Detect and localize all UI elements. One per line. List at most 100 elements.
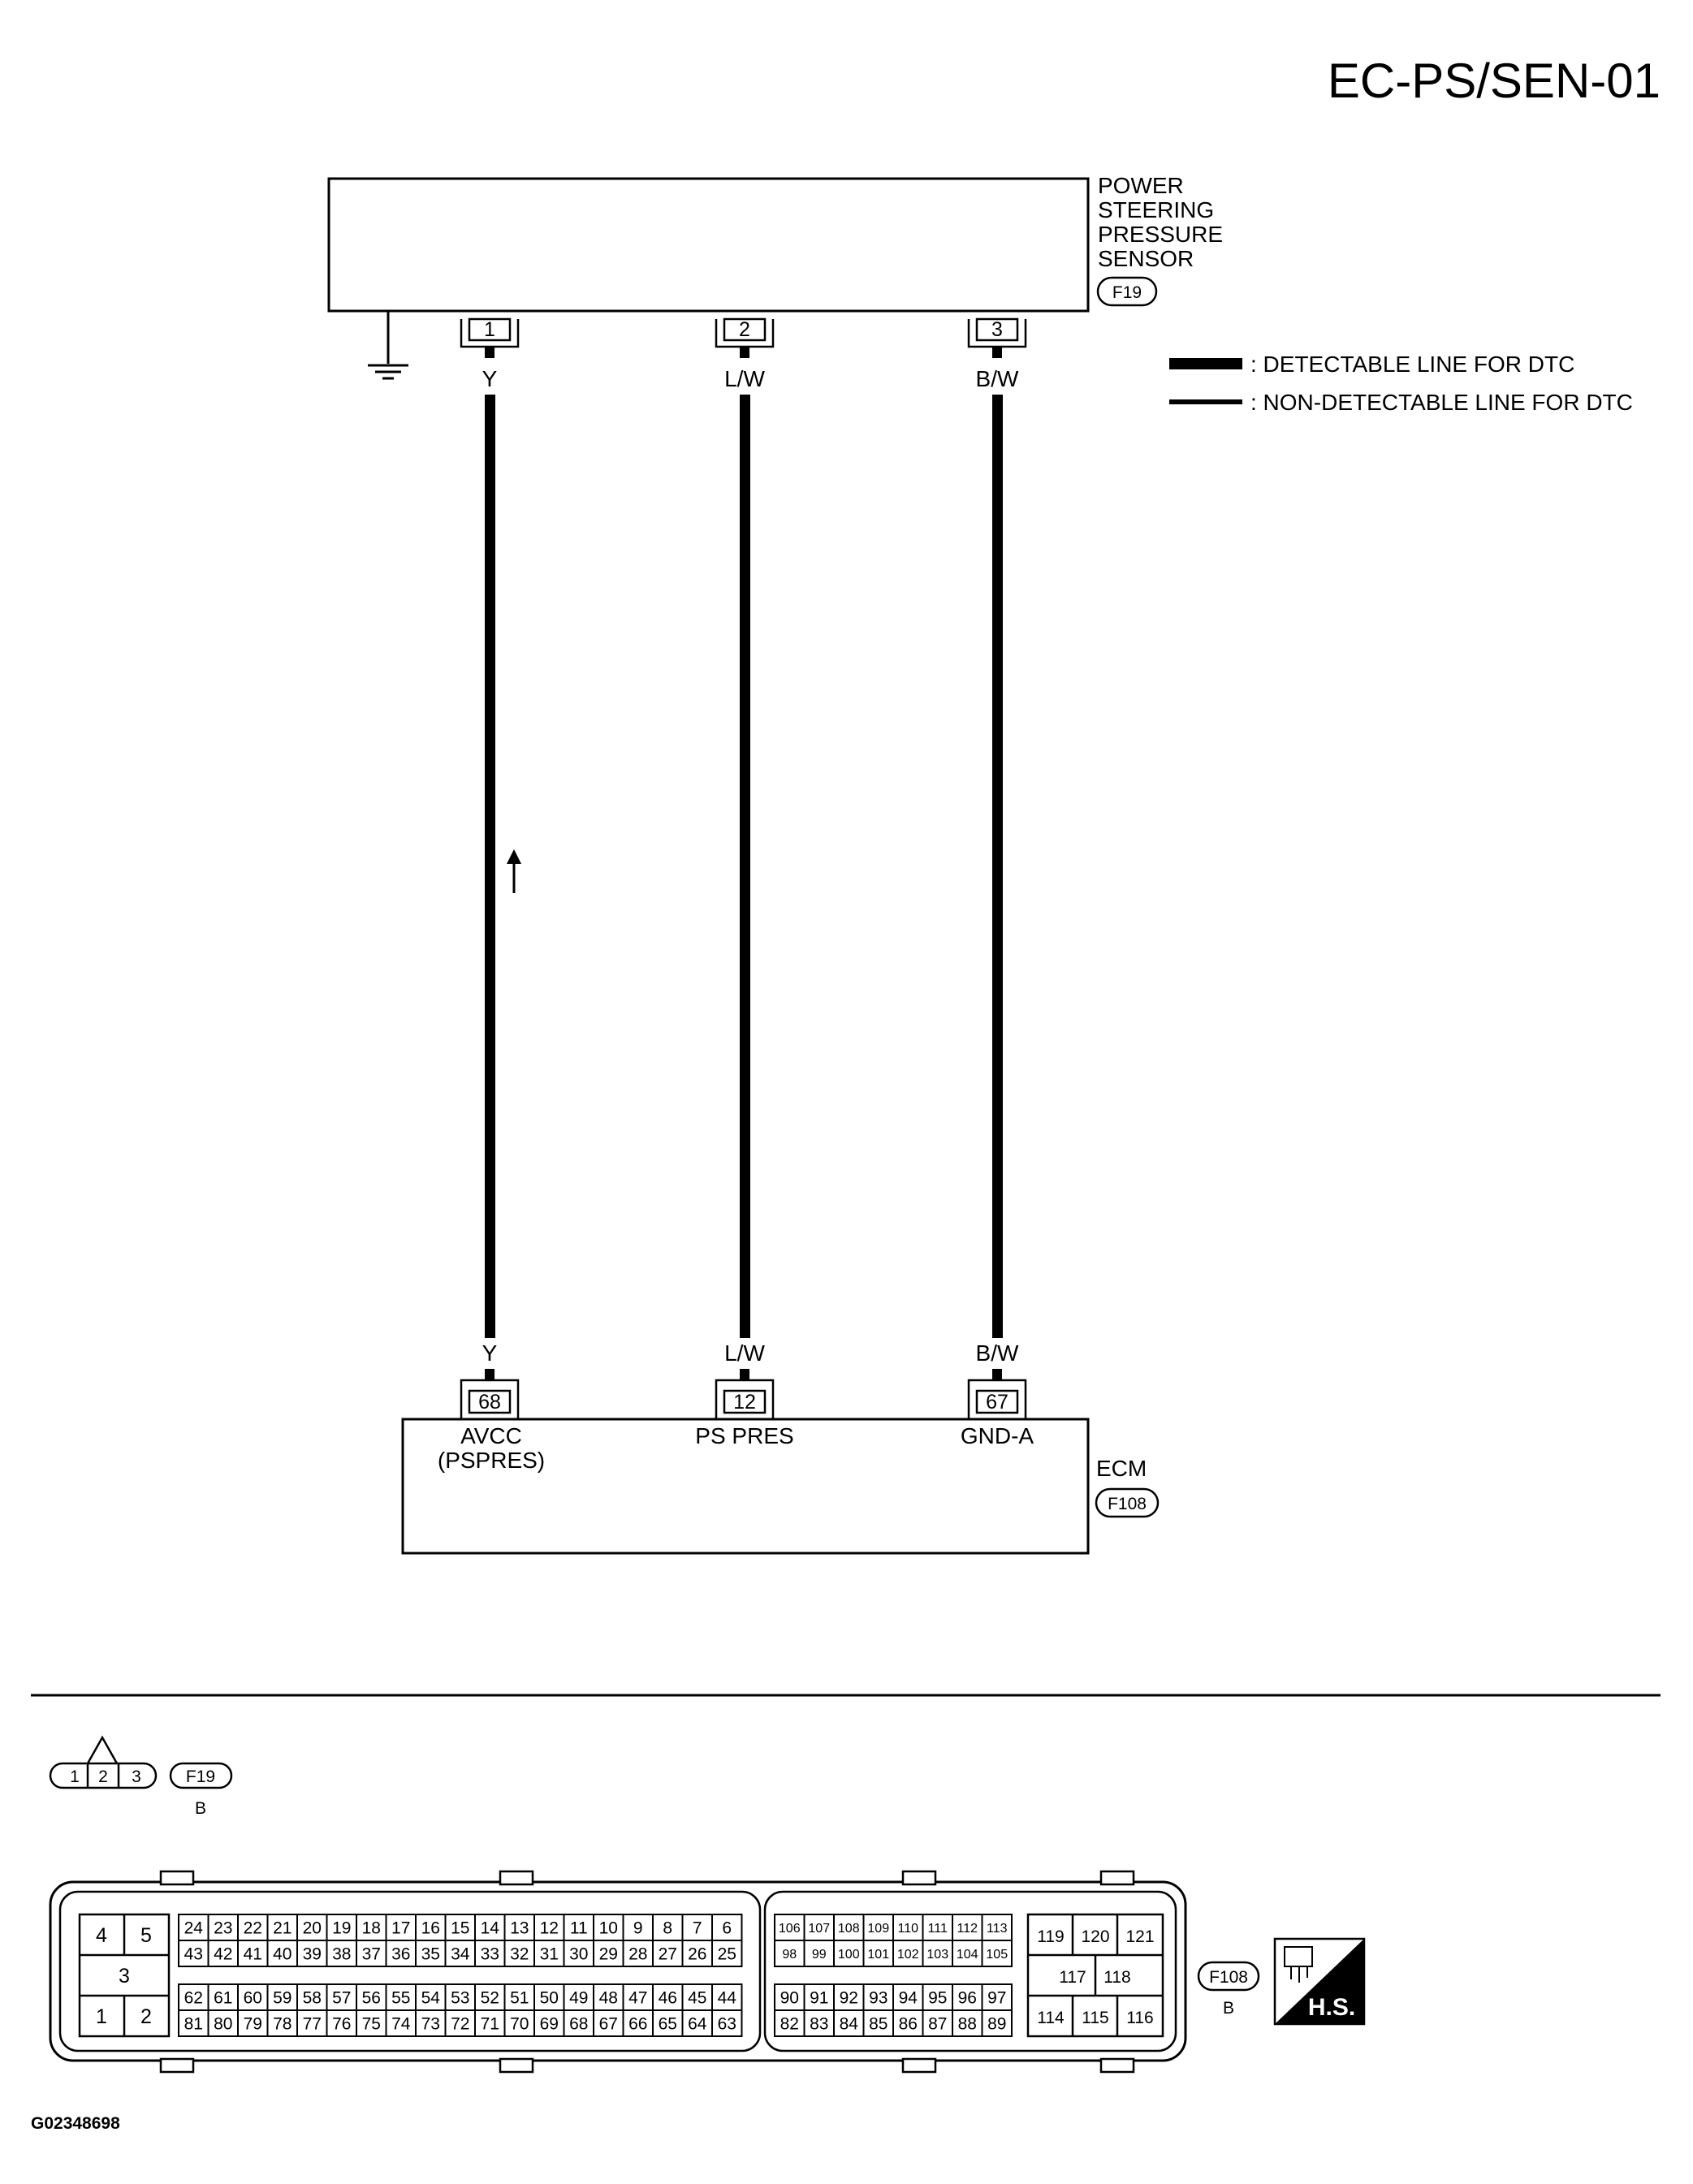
ground-icon [368, 311, 408, 380]
sensor-name-line-3: PRESSURE [1098, 222, 1223, 247]
svg-text:120: 120 [1081, 1927, 1109, 1946]
ecm-pin-12: 12 [715, 1379, 775, 1419]
f108-mid-upper-grid-pin-101: 101 [867, 1948, 889, 1962]
f108-lower-grid-pin-72: 72 [451, 2015, 469, 2034]
f108-upper-grid-pin-8: 8 [663, 1919, 672, 1938]
f19-view-id: F19 [186, 1767, 215, 1786]
f108-mid-lower-grid-pin-84: 84 [840, 2015, 859, 2034]
f108-latch-tab [499, 1870, 534, 1886]
sensor-connector-id: F19 [1112, 283, 1142, 302]
f108-lower-grid-pin-55: 55 [391, 1989, 410, 2008]
f108-mid-upper-grid-pin-106: 106 [779, 1922, 801, 1936]
ecm-connector-badge [1095, 1487, 1160, 1518]
wire-bw [992, 395, 1003, 1338]
figure-id: G02348698 [31, 2114, 120, 2133]
f108-lower-grid-pin-60: 60 [244, 1989, 262, 2008]
f108-upper-grid-pin-25: 25 [718, 1945, 736, 1964]
svg-text:117: 117 [1059, 1968, 1086, 1987]
f108-upper-grid-pin-13: 13 [510, 1919, 529, 1938]
svg-text:4: 4 [96, 1924, 107, 1947]
legend-detectable-label: : DETECTABLE LINE FOR DTC [1250, 352, 1574, 377]
f108-upper-grid-pin-27: 27 [659, 1945, 677, 1964]
f108-lower-grid-pin-47: 47 [628, 1989, 647, 2008]
f108-upper-grid-pin-34: 34 [451, 1945, 470, 1964]
f108-lower-grid-pin-48: 48 [599, 1989, 618, 2008]
f108-mid-upper-grid-pin-99: 99 [812, 1948, 827, 1962]
ecm-pin-68: 68 [460, 1379, 520, 1419]
svg-text:3: 3 [991, 318, 1003, 341]
f108-upper-grid-cell [711, 1940, 743, 1967]
svg-text:121: 121 [1125, 1927, 1154, 1946]
f108-lower-grid-pin-49: 49 [569, 1989, 588, 2008]
legend-non-detectable-label: : NON-DETECTABLE LINE FOR DTC [1250, 390, 1633, 415]
f108-view-id: F108 [1209, 1968, 1248, 1987]
svg-text:1: 1 [96, 2005, 107, 2028]
f108-lower-grid-pin-69: 69 [540, 2015, 559, 2034]
f108-lower-grid-pin-79: 79 [244, 2015, 262, 2034]
f108-housing [49, 1880, 1187, 2062]
svg-text:114: 114 [1037, 2009, 1065, 2027]
svg-text:3: 3 [132, 1767, 141, 1786]
harness-side-icon: H.S. [1273, 1937, 1366, 2026]
f108-mid-upper-grid-pin-105: 105 [986, 1948, 1008, 1962]
f108-lower-grid-pin-74: 74 [391, 2015, 411, 2034]
f108-upper-grid-pin-30: 30 [569, 1945, 588, 1964]
f108-mid-upper-grid-pin-100: 100 [838, 1948, 860, 1962]
f108-lower-grid-pin-71: 71 [481, 2015, 499, 2034]
f108-lower-grid-pin-78: 78 [273, 2015, 292, 2034]
sensor-name-line-1: POWER [1098, 173, 1184, 198]
f108-lower-grid-pin-59: 59 [273, 1989, 292, 2008]
f108-upper-grid-pin-43: 43 [184, 1945, 203, 1964]
f108-mid-lower-grid-pin-97: 97 [987, 1989, 1006, 2008]
f108-upper-grid-pin-20: 20 [303, 1919, 322, 1938]
sensor-pin-2: 2 [715, 317, 775, 348]
wire-y [485, 395, 495, 1338]
f108-main-block [58, 1890, 762, 2052]
stub-top-2 [740, 347, 749, 358]
f108-lower-grid-pin-54: 54 [421, 1989, 441, 2008]
f108-mid-upper-grid-pin-109: 109 [867, 1922, 889, 1936]
stub-top-3 [992, 347, 1002, 358]
page-title: EC-PS/SEN-01 [1328, 54, 1661, 108]
f108-connector-view: 4 5 3 1 2 119 120 121 117 118 114 115 11… [49, 1870, 1260, 2074]
f108-lower-grid-pin-68: 68 [569, 2015, 588, 2034]
f108-mid-lower-grid-pin-82: 82 [780, 2015, 799, 2034]
f108-mid-upper-grid-pin-108: 108 [838, 1922, 860, 1936]
f108-mid-lower-grid-pin-91: 91 [810, 1989, 828, 2008]
f108-view-color: B [1223, 1999, 1234, 2018]
f108-upper-grid-pin-7: 7 [693, 1919, 702, 1938]
f108-mid-upper-grid-pin-110: 110 [897, 1922, 918, 1936]
f108-latch-tab [159, 1870, 195, 1886]
f108-upper-grid-pin-28: 28 [628, 1945, 647, 1964]
f108-mid-lower-grid-pin-86: 86 [899, 2015, 918, 2034]
f108-latch-tab [1099, 1870, 1135, 1886]
sensor-name-line-4: SENSOR [1098, 246, 1194, 271]
svg-text:67: 67 [986, 1391, 1008, 1414]
f108-lower-grid-pin-58: 58 [303, 1989, 322, 2008]
ecm-name: ECM [1096, 1456, 1147, 1481]
f108-upper-grid-pin-24: 24 [184, 1919, 204, 1938]
f108-lower-grid-pin-63: 63 [718, 2015, 736, 2034]
f108-lower-grid-pin-51: 51 [510, 1989, 529, 2008]
f108-mid-lower-grid-pin-94: 94 [899, 1989, 918, 2008]
f108-mid-upper-grid-pin-111: 111 [928, 1922, 948, 1936]
f108-lower-grid-pin-75: 75 [362, 2015, 381, 2034]
sensor-pin-3: 3 [967, 317, 1027, 348]
wire-3-color-bottom: B/W [976, 1340, 1019, 1366]
ecm-terminal-12-label: PS PRES [695, 1423, 793, 1448]
f108-upper-grid-pin-12: 12 [540, 1919, 559, 1938]
f108-upper-grid-pin-38: 38 [332, 1945, 351, 1964]
svg-text:118: 118 [1103, 1968, 1130, 1987]
f108-right-pin-block [1026, 1913, 1164, 2038]
f108-upper-grid-pin-17: 17 [391, 1919, 410, 1938]
f108-upper-grid-pin-32: 32 [510, 1945, 529, 1964]
f108-upper-grid-pin-42: 42 [214, 1945, 232, 1964]
f108-upper-grid-pin-14: 14 [481, 1919, 500, 1938]
sensor-name-line-2: STEERING [1098, 197, 1214, 222]
f108-latch-tab [1099, 2057, 1135, 2074]
sensor-pin-1: 1 [460, 317, 520, 348]
wire-2-color-bottom: L/W [724, 1340, 765, 1366]
f108-upper-grid-pin-15: 15 [451, 1919, 469, 1938]
